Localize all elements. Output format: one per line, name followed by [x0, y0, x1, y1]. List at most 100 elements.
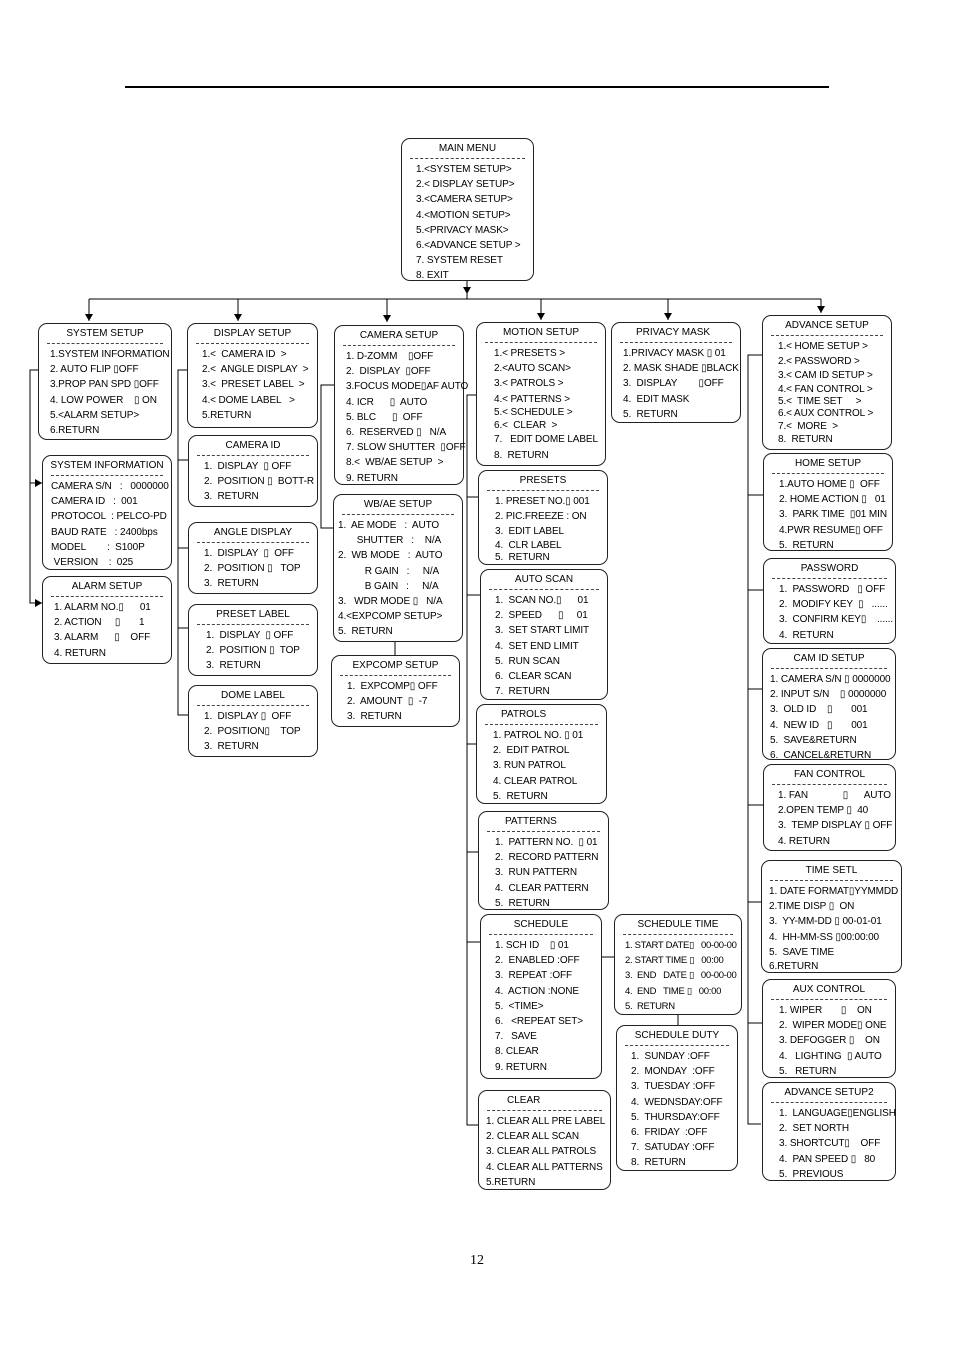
display-setup-box: DISPLAY SETUP 1.< CAMERA ID > 2.< ANGLE … [187, 323, 318, 428]
schedule-time-item: 5. RETURN [625, 1000, 675, 1012]
cam-id-setup-item: 5. SAVE&RETURN [770, 734, 857, 746]
clear-item: 2. CLEAR ALL SCAN [486, 1131, 579, 1143]
patrols-title: PATROLS [501, 709, 547, 720]
patterns-box: PATTERNS 1. PATTERN NO. ▯ 01 2. RECORD P… [478, 811, 609, 910]
camera-id-item: 2. POSITION ▯ BOTT-R [204, 476, 314, 488]
page-number: 12 [470, 1253, 484, 1268]
preset-label-item: 2. POSITION ▯ TOP [206, 645, 300, 657]
advance-setup-box: ADVANCE SETUP 1.< HOME SETUP > 2.< PASSW… [762, 315, 892, 450]
privacy-mask-item: 4. EDIT MASK [623, 393, 690, 405]
title-divider [487, 490, 599, 491]
system-setup-box: SYSTEM SETUP 1.SYSTEM INFORMATION 2. AUT… [38, 323, 172, 440]
title-divider [625, 1045, 729, 1046]
advance-setup2-item: 2. SET NORTH [779, 1123, 850, 1135]
schedule-duty-item: 7. SATUDAY :OFF [631, 1142, 715, 1154]
privacy-mask-item: 1.PRIVACY MASK ▯ 01 [623, 348, 726, 359]
password-item: 4. RETURN [779, 629, 834, 641]
advance-setup-item: 3.< CAM ID SETUP > [778, 370, 873, 381]
schedule-item: 2. ENABLED :OFF [495, 955, 580, 967]
home-setup-item: 3. PARK TIME ▯01 MIN [779, 509, 887, 521]
wb-ae-setup-item: 5. RETURN [338, 626, 393, 638]
schedule-item: 3. REPEAT :OFF [495, 970, 573, 982]
system-setup-item: 5.<ALARM SETUP> [50, 409, 140, 421]
presets-item: 4. CLR LABEL [495, 539, 562, 551]
main-menu-item: 1.<SYSTEM SETUP> [416, 164, 512, 175]
title-divider [47, 343, 163, 344]
expcomp-setup-item: 1. EXPCOMP▯ OFF [347, 681, 438, 692]
schedule-item: 6. <REPEAT SET> [495, 1016, 583, 1028]
patterns-item: 1. PATTERN NO. ▯ 01 [495, 837, 598, 848]
presets-item: 3. EDIT LABEL [495, 526, 565, 538]
auto-scan-item: 7. RETURN [495, 686, 550, 698]
display-setup-item: 5.RETURN [202, 409, 252, 421]
title-divider [772, 578, 887, 579]
schedule-duty-item: 4. WEDNSDAY:OFF [631, 1096, 723, 1108]
camera-setup-item: 7. SLOW SHUTTER ▯OFF [346, 442, 466, 454]
camera-setup-item: 8.< WB/AE SETUP > [346, 457, 444, 469]
motion-setup-item: 7. EDIT DOME LABEL [494, 434, 598, 446]
alarm-setup-title: ALARM SETUP [71, 581, 143, 592]
privacy-mask-item: 3. DISPLAY ▯OFF [623, 378, 724, 390]
title-divider [485, 342, 597, 343]
advance-setup2-title: ADVANCE SETUP2 [784, 1087, 874, 1098]
schedule-duty-item: 8. RETURN [631, 1157, 686, 1169]
title-divider [771, 668, 887, 669]
aux-control-item: 4. LIGHTING ▯ AUTO [779, 1050, 882, 1062]
schedule-item: 5. <TIME> [495, 1000, 544, 1012]
wb-ae-setup-item: B GAIN : N/A [338, 580, 439, 592]
password-item: 2. MODIFY KEY ▯ ...... [779, 599, 888, 611]
title-divider [487, 831, 600, 832]
motion-setup-item: 4.< PATTERNS > [494, 393, 571, 405]
camera-id-item: 1. DISPLAY ▯ OFF [204, 461, 292, 472]
clear-item: 1. CLEAR ALL PRE LABEL [486, 1116, 606, 1127]
title-divider [771, 999, 887, 1000]
motion-setup-item: 8. RETURN [494, 449, 549, 461]
alarm-setup-item: 4. RETURN [54, 647, 106, 659]
camera-setup-item: 6. RESERVED ▯ N/A [346, 427, 447, 439]
aux-control-title: AUX CONTROL [792, 984, 866, 995]
motion-setup-item: 3.< PATROLS > [494, 378, 564, 390]
time-set-item: 2.TIME DISP ▯ ON [769, 901, 855, 913]
expcomp-setup-box: EXPCOMP SETUP 1. EXPCOMP▯ OFF 2. AMOUNT … [331, 655, 460, 727]
advance-setup2-box: ADVANCE SETUP2 1. LANGUAGE▯ENGLISH 2. SE… [762, 1082, 896, 1181]
fan-control-item: 4. RETURN [778, 835, 830, 847]
system-information-item: BAUD RATE : 2400bps [51, 526, 158, 538]
cam-id-setup-item: 1. CAMERA S/N ▯ 0000000 [770, 674, 891, 685]
patrols-item: 4. CLEAR PATROL [493, 775, 578, 787]
cam-id-setup-box: CAM ID SETUP 1. CAMERA S/N ▯ 0000000 2. … [762, 648, 896, 761]
title-divider [51, 475, 163, 476]
system-information-title: SYSTEM INFORMATION [50, 460, 164, 471]
presets-title: PRESETS [519, 475, 567, 486]
motion-setup-item: 1.< PRESETS > [494, 348, 565, 359]
title-divider [485, 724, 598, 725]
title-divider [770, 880, 893, 881]
camera-id-item: 3. RETURN [204, 491, 259, 503]
cam-id-setup-title: CAM ID SETUP [793, 653, 865, 664]
password-item: 1. PASSWORD ▯ OFF [779, 584, 886, 595]
schedule-item: 7. SAVE [495, 1031, 537, 1043]
main-menu-title: MAIN MENU [438, 143, 497, 154]
aux-control-item: 1. WIPER ▯ ON [779, 1005, 872, 1016]
patterns-item: 4. CLEAR PATTERN [495, 882, 589, 894]
expcomp-setup-item: 3. RETURN [347, 711, 402, 723]
system-setup-item: 2. AUTO FLIP ▯OFF [50, 364, 139, 376]
schedule-time-item: 2. START TIME ▯ 00:00 [625, 955, 724, 967]
home-setup-item: 4.PWR RESUME▯ OFF [779, 524, 883, 536]
title-divider [623, 934, 733, 935]
main-menu-item: 8. EXIT [416, 270, 449, 282]
time-set-item: 6.RETURN [769, 961, 819, 973]
title-divider [343, 345, 455, 346]
schedule-item: 9. RETURN [495, 1061, 547, 1073]
title-divider [620, 342, 732, 343]
auto-scan-box: AUTO SCAN 1. SCAN NO.▯ 01 2. SPEED ▯ 01 … [480, 569, 608, 700]
system-information-item: CAMERA ID : 001 [51, 496, 138, 508]
main-menu-item: 3.<CAMERA SETUP> [416, 194, 513, 206]
aux-control-item: 5. RETURN [779, 1065, 837, 1077]
display-setup-title: DISPLAY SETUP [213, 328, 292, 339]
privacy-mask-item: 2. MASK SHADE ▯BLACK [623, 363, 739, 375]
display-setup-item: 4.< DOME LABEL > [202, 394, 295, 406]
title-divider [772, 473, 884, 474]
display-setup-item: 2.< ANGLE DISPLAY > [202, 364, 309, 376]
advance-setup-item: 2.< PASSWORD > [778, 356, 860, 367]
